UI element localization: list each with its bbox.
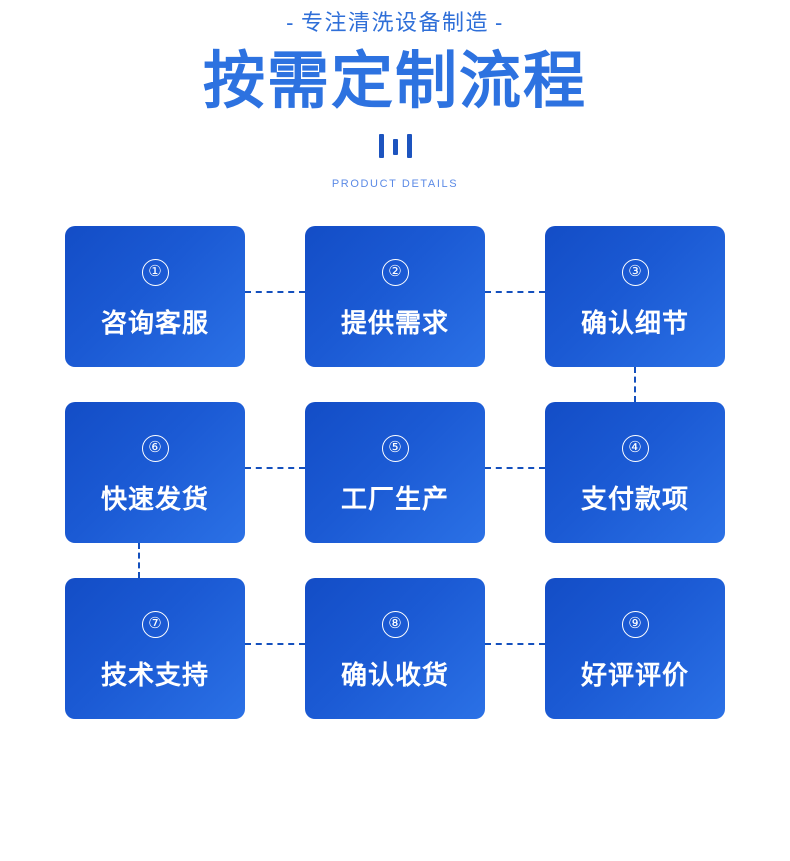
flow-card-number: ② — [381, 259, 409, 286]
flow-card-label: 确认细节 — [580, 308, 689, 338]
flow-card-3[interactable]: ③ 确认细节 — [545, 226, 725, 367]
page-title: 按需定制流程 — [202, 47, 587, 116]
decorative-bar-middle — [392, 139, 398, 155]
flow-card-label: 确认收货 — [340, 660, 449, 690]
flow-card-number: ⑦ — [141, 611, 169, 638]
flow-card-label: 提供需求 — [340, 308, 449, 338]
decorative-bar-left — [378, 134, 384, 158]
tagline-text: 专注清洗设备制造 — [300, 10, 489, 35]
flow-card-number: ① — [141, 259, 169, 286]
flow-card-number: ⑥ — [141, 435, 169, 462]
flow-card-label: 咨询客服 — [100, 308, 209, 338]
connector-3-to-4 — [634, 367, 636, 402]
connector-7-to-8 — [245, 643, 305, 645]
tagline-dash-right: - — [495, 10, 504, 35]
flow-card-label: 好评评价 — [580, 660, 689, 690]
flow-card-number: ⑧ — [381, 611, 409, 638]
flow-card-6[interactable]: ⑥ 快速发货 — [65, 402, 245, 543]
flow-row-2: ⑥ 快速发货 ⑤ 工厂生产 ④ 支付款项 — [0, 402, 790, 578]
flow-card-7[interactable]: ⑦ 技术支持 — [65, 578, 245, 719]
flow-card-label: 工厂生产 — [340, 484, 449, 514]
flow-card-5[interactable]: ⑤ 工厂生产 — [305, 402, 485, 543]
flow-card-number: ⑨ — [621, 611, 649, 638]
page-header: -专注清洗设备制造- 按需定制流程 PRODUCT DETAILS — [0, 0, 790, 192]
flow-card-number: ⑤ — [381, 435, 409, 462]
flow-card-label: 支付款项 — [580, 484, 689, 514]
flow-card-2[interactable]: ② 提供需求 — [305, 226, 485, 367]
flow-card-8[interactable]: ⑧ 确认收货 — [305, 578, 485, 719]
flow-row-1: ① 咨询客服 ② 提供需求 ③ 确认细节 — [0, 226, 790, 402]
flow-card-4[interactable]: ④ 支付款项 — [545, 402, 725, 543]
tagline-dash-left: - — [286, 10, 295, 35]
flow-card-1[interactable]: ① 咨询客服 — [65, 226, 245, 367]
connector-4-to-5 — [485, 467, 545, 469]
decorative-bar-right — [406, 134, 412, 158]
tagline: -专注清洗设备制造- — [0, 6, 790, 40]
connector-8-to-9 — [485, 643, 545, 645]
flow-card-number: ③ — [621, 259, 649, 286]
connector-6-to-7 — [138, 543, 140, 578]
flow-row-3: ⑦ 技术支持 ⑧ 确认收货 ⑨ 好评评价 — [0, 578, 790, 719]
process-flow-diagram: ① 咨询客服 ② 提供需求 ③ 确认细节 ⑥ 快速发货 ⑤ 工厂生产 ④ 支付款… — [0, 226, 790, 719]
connector-5-to-6 — [245, 467, 305, 469]
decorative-bars-icon — [0, 134, 790, 160]
flow-card-label: 技术支持 — [100, 660, 209, 690]
page-subtitle: PRODUCT DETAILS — [331, 178, 459, 190]
connector-1-to-2 — [245, 291, 305, 293]
flow-card-label: 快速发货 — [100, 484, 209, 514]
flow-card-9[interactable]: ⑨ 好评评价 — [545, 578, 725, 719]
flow-card-number: ④ — [621, 435, 649, 462]
connector-2-to-3 — [485, 291, 545, 293]
